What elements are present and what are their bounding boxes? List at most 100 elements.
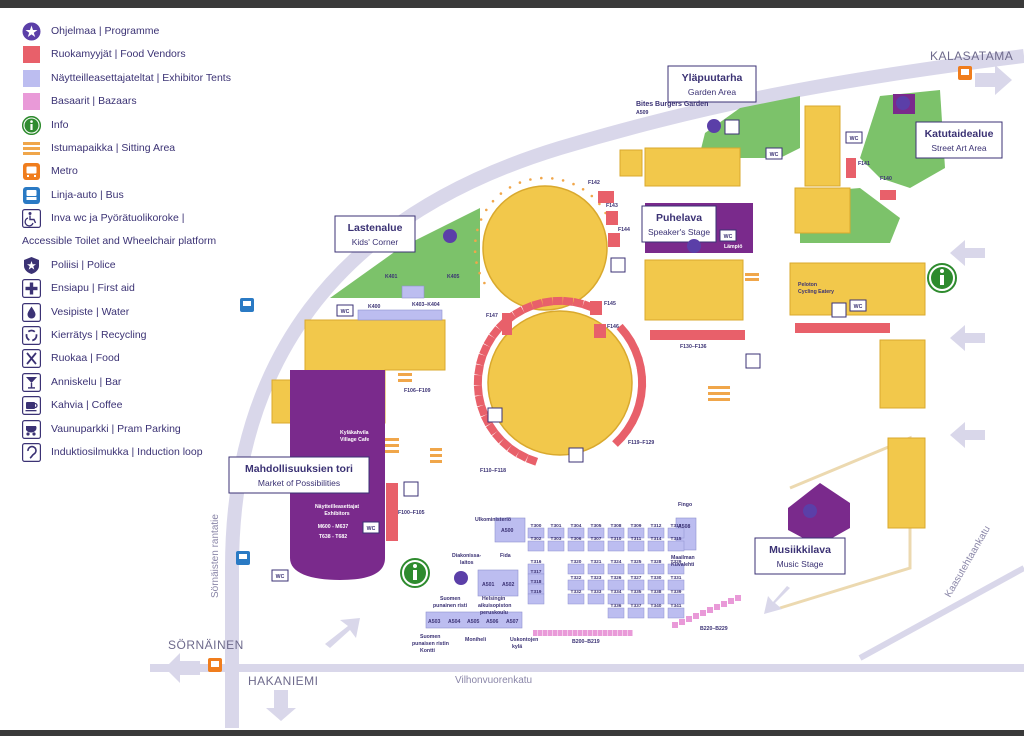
food-stall — [489, 326, 502, 339]
tents-a503-a507 — [425, 611, 523, 629]
label-bites-burgers: Bites Burgers Garden — [636, 101, 708, 108]
tent-label: T324 — [611, 559, 622, 565]
tent-label: T323 — [591, 575, 602, 581]
building-small-1 — [619, 149, 643, 177]
food-vendors-swatch — [22, 45, 41, 64]
sitting-dot — [476, 228, 479, 232]
exhibitor-tent — [547, 527, 565, 539]
sitting-areas — [385, 273, 759, 463]
bazaar-stall — [628, 630, 633, 636]
tent-label: T318 — [531, 579, 542, 585]
exhibitor-tent — [607, 540, 625, 552]
bazaar-stall — [533, 630, 538, 636]
food-stall — [512, 306, 525, 319]
district-kalasatama: KALASATAMA — [930, 49, 1013, 63]
legend-item-food: Ruokaa | Food — [22, 349, 282, 372]
arrow-diag — [325, 618, 360, 648]
district-sornainen: SÖRNÄINEN — [168, 638, 244, 652]
bazaar-stall — [700, 610, 706, 616]
label-a505: A505 — [467, 619, 480, 625]
bazaar-row — [533, 595, 741, 636]
food-stall — [516, 450, 529, 462]
festival-map-page: Ohjelmaa | Programme Ruokamyyjät | Food … — [0, 8, 1024, 730]
exhibitor-tent — [567, 579, 585, 591]
label-k405: K405 — [447, 274, 460, 280]
pram-icon — [22, 419, 41, 439]
label-maailman: Maailman — [671, 555, 695, 561]
wc-icon: WC — [362, 521, 380, 534]
food-icon — [831, 302, 847, 318]
legend-item-bazaars: Basaarit | Bazaars — [22, 92, 282, 115]
label-exhibitors-en: Exhibitors — [324, 511, 349, 517]
label-diakonissa-1: Diakonissa- — [452, 553, 481, 559]
label-speakers-stage — [641, 205, 717, 243]
legend-label: Basaarit | Bazaars — [51, 95, 137, 108]
tent-label: T336 — [611, 603, 622, 609]
food-stall — [474, 394, 485, 407]
legend-item-pram: Vaunuparkki | Pram Parking — [22, 419, 282, 443]
food-stall — [474, 364, 484, 376]
arrow-west-2 — [950, 325, 985, 351]
tent-label: T309 — [631, 523, 642, 529]
food-stall — [491, 430, 505, 444]
food-icon — [487, 407, 503, 423]
bazaar-stall — [558, 630, 563, 636]
exhibitor-tent — [627, 540, 645, 552]
exhibitor-tent — [647, 607, 665, 619]
exhibitor-tent — [627, 563, 645, 575]
legend-label: Näytteilleasettajateltat | Exhibitor Ten… — [51, 71, 231, 84]
metro-icon — [958, 66, 972, 80]
food-icons — [403, 119, 847, 497]
tent-label: T341 — [671, 603, 682, 609]
legend-label: Ohjelmaa | Programme — [51, 25, 160, 37]
sitting-dot — [508, 186, 512, 189]
building-north-east — [804, 105, 841, 187]
sitting-dot — [491, 199, 495, 203]
tent-label: T313 — [671, 523, 682, 529]
food-stall — [636, 366, 646, 378]
wc-label: WC — [341, 309, 350, 315]
food-f145 — [590, 301, 602, 315]
sitting-dot — [499, 192, 503, 195]
programme-stars — [443, 96, 910, 585]
food-stall — [632, 402, 644, 416]
tent-label: T304 — [571, 523, 582, 529]
sitting-dot — [479, 218, 483, 221]
kids-corner-subtitle: Kids' Corner — [352, 237, 399, 247]
legend-label: Kierrätys | Recycling — [51, 329, 147, 342]
bazaar-stall — [707, 607, 713, 613]
legend-item-accessible: Inva wc ja Pyörätuolikoroke | Accessible… — [22, 209, 282, 256]
street-sornaisten-rantatie: Sörnäisten rantatie — [210, 514, 221, 598]
tent-label: T333 — [591, 589, 602, 595]
label-f147: F147 — [486, 313, 498, 319]
wc-label: WC — [724, 234, 733, 240]
food-stall — [473, 385, 483, 396]
food-stall — [612, 434, 625, 447]
tent-label: T319 — [531, 589, 542, 595]
sitting-area — [385, 438, 399, 441]
food-f146 — [594, 324, 606, 338]
tent-a500 — [494, 517, 526, 543]
food-f147 — [502, 313, 512, 335]
sitting-dot — [475, 261, 478, 264]
bazaar-stall — [588, 630, 593, 636]
label-a508: A508 — [678, 524, 691, 530]
tent-label: T321 — [591, 559, 602, 565]
label-f140: F140 — [880, 176, 892, 182]
label-f106: F106–F109 — [404, 388, 431, 394]
label-b220: B220–B229 — [700, 626, 728, 632]
exhibitor-tent — [587, 563, 605, 575]
bar-icon — [22, 372, 41, 392]
bazaar-stall — [598, 630, 603, 636]
wc-icon: WC — [845, 131, 863, 144]
label-f144: F144 — [618, 227, 630, 233]
exhibitor-tent — [647, 540, 665, 552]
wc-icon: WC — [271, 569, 289, 582]
exhibitor-tent — [567, 527, 585, 539]
label-kontti-3: Kontti — [420, 648, 436, 654]
bazaar-stall — [578, 630, 583, 636]
sitting-dot — [561, 179, 565, 182]
star-icon — [707, 119, 721, 133]
label-a502: A502 — [502, 582, 515, 588]
sitting-area — [398, 373, 412, 376]
